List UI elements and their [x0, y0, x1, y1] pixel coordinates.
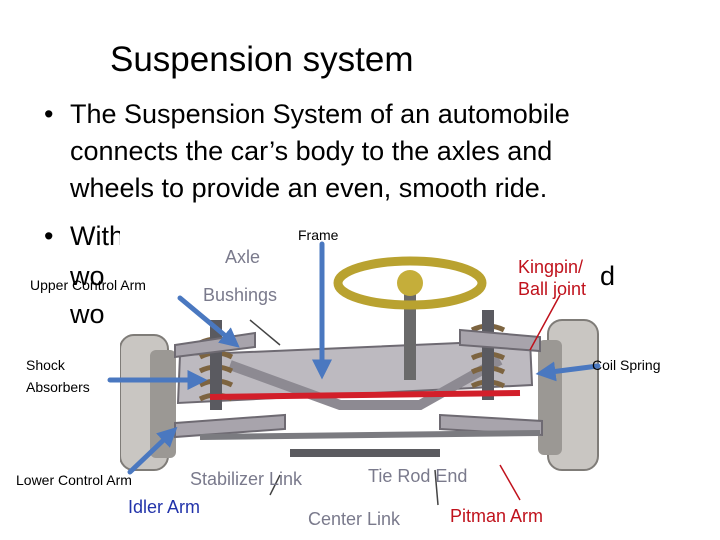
- callout-frame: Frame: [298, 227, 339, 243]
- callout-shock-1: Shock: [26, 357, 65, 373]
- label-idler-arm: Idler Arm: [128, 497, 200, 517]
- callout-upper-control-arm: Upper Control Arm: [30, 277, 146, 293]
- slide-title: Suspension system: [110, 40, 414, 79]
- label-pitman-arm: Pitman Arm: [450, 506, 543, 526]
- callout-coil-spring: Coil Spring: [592, 357, 661, 373]
- label-center-link: Center Link: [308, 509, 401, 529]
- bullet-2-line-2-tail: d: [600, 261, 616, 291]
- bullet-dot: •: [44, 221, 54, 251]
- label-stabilizer-link: Stabilizer Link: [190, 469, 303, 489]
- callout-shock-2: Absorbers: [26, 379, 90, 395]
- bullet-1-line-1: The Suspension System of an automobile: [70, 99, 570, 129]
- label-axle: Axle: [225, 247, 260, 267]
- label-ball-joint: Ball joint: [518, 279, 586, 299]
- label-kingpin: Kingpin/: [518, 257, 583, 277]
- bullet-1-line-3: wheels to provide an even, smooth ride.: [70, 173, 548, 203]
- bullet-2-line-3: wo: [70, 299, 105, 329]
- label-bushings: Bushings: [203, 285, 277, 305]
- bullet-1-line-2: connects the car’s body to the axles and: [70, 136, 553, 166]
- callout-lower-control-arm: Lower Control Arm: [16, 472, 132, 488]
- label-tie-rod-end: Tie Rod End: [368, 466, 467, 486]
- bullet-dot: •: [44, 99, 54, 129]
- bullet-2-line-2: wo: [70, 261, 105, 291]
- suspension-illustration: Axle Bushings Kingpin/ Ball joint Stabil…: [120, 225, 600, 535]
